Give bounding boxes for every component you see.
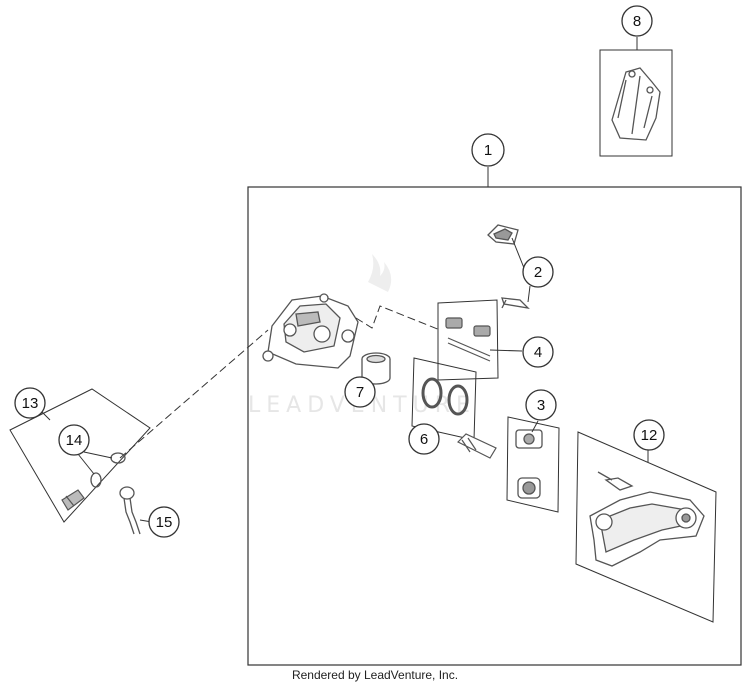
bleeder-valve (61, 489, 85, 511)
callout-13-label: 13 (22, 395, 39, 412)
seal-ring-14 (90, 452, 126, 488)
callout-4[interactable]: 4 (522, 336, 554, 368)
callout-1-label: 1 (484, 142, 492, 159)
callout-2[interactable]: 2 (522, 256, 554, 288)
group-box-4 (437, 299, 499, 381)
callout-7-label: 7 (356, 384, 364, 401)
group-box-13 (9, 388, 151, 523)
leader-caliper-to-4 (355, 305, 441, 331)
callout-12-label: 12 (641, 427, 658, 444)
group-box-8 (599, 49, 673, 157)
footer-credit: Rendered by LeadVenture, Inc. (291, 668, 459, 682)
callout-15-label: 15 (156, 514, 173, 531)
callout-8-label: 8 (633, 13, 641, 30)
callout-1[interactable]: 1 (471, 133, 505, 167)
piston-part-7 (361, 352, 391, 385)
callout-7[interactable]: 7 (344, 376, 376, 408)
brake-line-part-15 (119, 486, 141, 535)
brake-pad-part-2 (487, 224, 530, 309)
caliper-bracket-part-12 (589, 471, 705, 567)
brake-caliper (262, 293, 359, 369)
group-box-12 (575, 431, 717, 623)
group-box-1 (247, 186, 742, 666)
callout-4-label: 4 (534, 344, 542, 361)
callout-3-label: 3 (537, 397, 545, 414)
callout-14[interactable]: 14 (58, 424, 90, 456)
bracket-part-8 (611, 67, 661, 141)
slide-pin (456, 433, 497, 459)
callout-12[interactable]: 12 (633, 419, 665, 451)
leader-13-to-caliper (119, 329, 269, 459)
callout-6[interactable]: 6 (408, 423, 440, 455)
pad-pin-part-4 (445, 317, 491, 362)
callout-2-label: 2 (534, 264, 542, 281)
bushings-part-3 (515, 429, 543, 499)
callout-15[interactable]: 15 (148, 506, 180, 538)
callout-13[interactable]: 13 (14, 387, 46, 419)
seals-part-6 (421, 377, 469, 416)
callout-6-label: 6 (420, 431, 428, 448)
callout-3[interactable]: 3 (525, 389, 557, 421)
callout-14-label: 14 (66, 432, 83, 449)
group-box-3 (506, 416, 560, 513)
callout-8[interactable]: 8 (621, 5, 653, 37)
